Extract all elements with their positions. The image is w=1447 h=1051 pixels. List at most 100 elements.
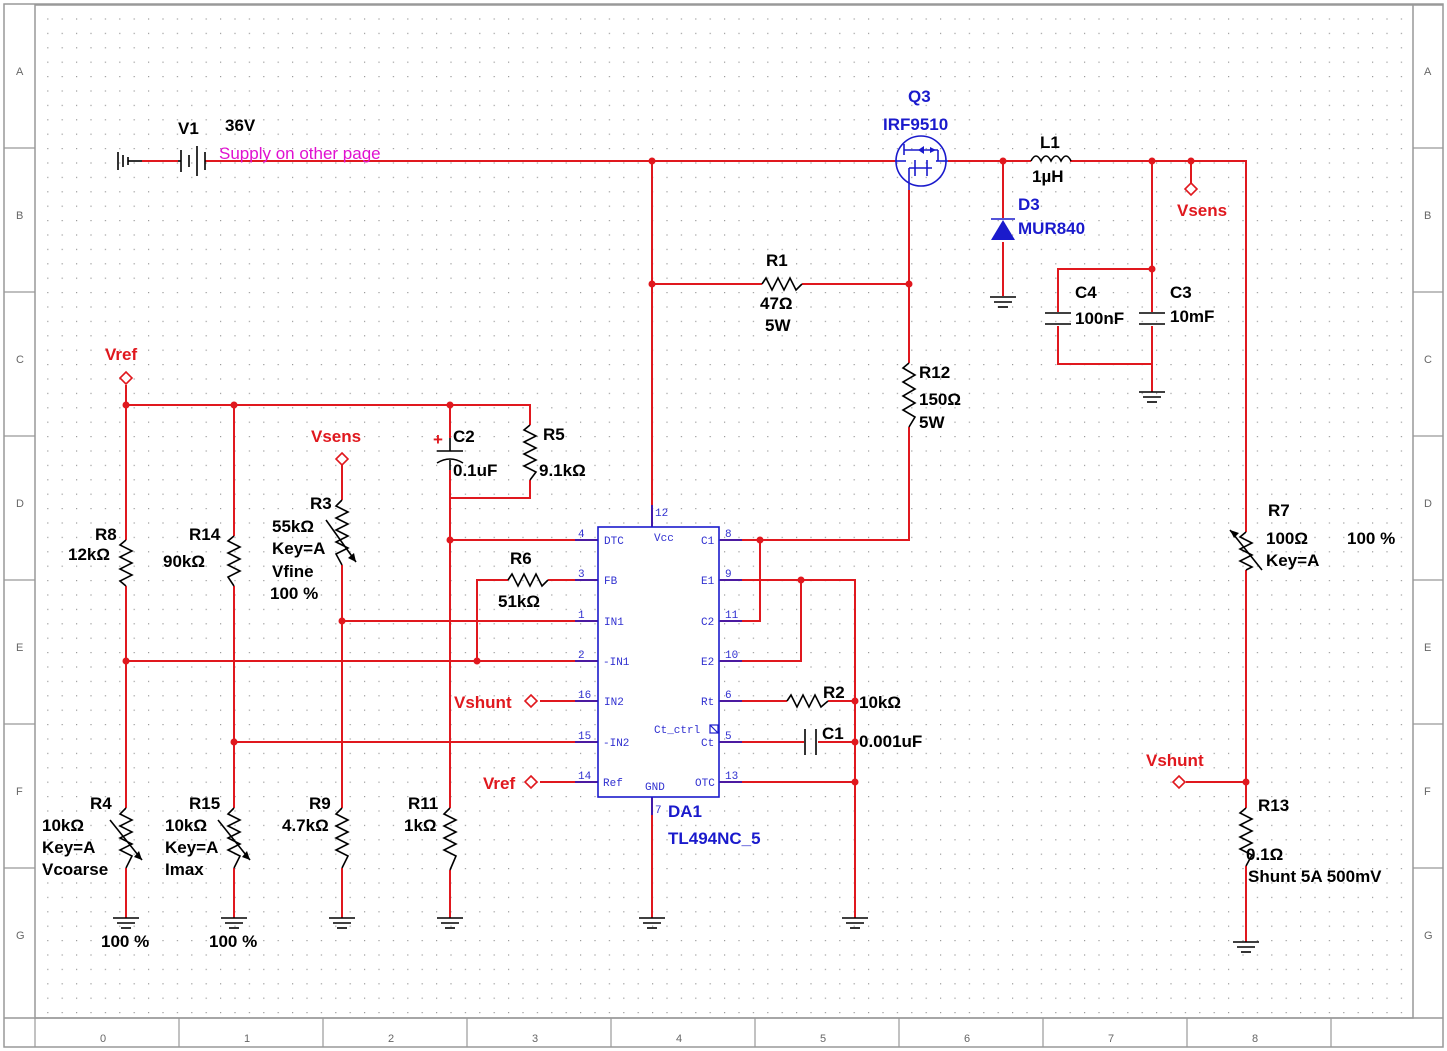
- zone-col-8: 8: [1252, 1033, 1258, 1045]
- da1-value: TL494NC_5: [668, 829, 761, 848]
- zone-row-a-left: A: [16, 66, 24, 78]
- r7-percent: 100 %: [1347, 529, 1395, 548]
- zone-row-c-right: C: [1424, 354, 1432, 366]
- r12-resistor[interactable]: R12 150Ω 5W: [901, 362, 961, 432]
- c2-capacitor[interactable]: + C2 0.1uF: [433, 427, 497, 480]
- q3-mosfet[interactable]: Q3 IRF9510: [883, 87, 948, 190]
- r14-resistor[interactable]: R14 90kΩ: [163, 525, 242, 587]
- r4-key: Key=A: [42, 838, 95, 857]
- c1-capacitor[interactable]: C1 0.001uF: [804, 724, 922, 755]
- r1-resistor[interactable]: R1 47Ω 5W: [760, 251, 803, 335]
- da1-pin-7-name: GND: [645, 782, 665, 794]
- v1-value: 36V: [225, 116, 256, 135]
- da1-pin-13-name: OTC: [695, 778, 715, 790]
- zone-row-c-left: C: [16, 354, 24, 366]
- wire-in1: [341, 465, 598, 808]
- r3-ref: R3: [310, 494, 332, 513]
- r4-potentiometer[interactable]: R4 10kΩ Key=A Vcoarse 100 %: [42, 794, 149, 951]
- r7-key: Key=A: [1266, 551, 1319, 570]
- c2-ref: C2: [453, 427, 475, 446]
- r15-potentiometer[interactable]: R15 10kΩ Key=A Imax 100 %: [165, 794, 257, 951]
- zone-col-0: 0: [100, 1033, 106, 1045]
- r7-potentiometer[interactable]: R7 100Ω Key=A 100 %: [1229, 501, 1395, 571]
- da1-pin-9-num: 9: [725, 569, 732, 581]
- vref-left-connector[interactable]: Vref: [105, 345, 137, 386]
- c2-polarity: +: [433, 430, 443, 449]
- r6-resistor[interactable]: R6 51kΩ: [498, 549, 549, 611]
- da1-pin-11-num: 11: [725, 610, 739, 622]
- r8-value: 12kΩ: [68, 545, 110, 564]
- l1-value: 1µH: [1032, 167, 1064, 186]
- r4-name: Vcoarse: [42, 860, 108, 879]
- r7-ref: R7: [1268, 501, 1290, 520]
- r15-percent: 100 %: [209, 932, 257, 951]
- r15-value: 10kΩ: [165, 816, 207, 835]
- r14-ref: R14: [189, 525, 221, 544]
- da1-ic[interactable]: 4 DTC 3 FB 1 IN1 2 -IN1 16 IN2 15 -IN2 1…: [575, 505, 761, 848]
- r11-resistor[interactable]: R11 1kΩ: [404, 794, 458, 871]
- c1-ref: C1: [822, 724, 844, 743]
- c4-value: 100nF: [1075, 309, 1124, 328]
- r1-value: 47Ω: [760, 294, 793, 313]
- r15-name: Imax: [165, 860, 204, 879]
- l1-ref: L1: [1040, 133, 1060, 152]
- l1-inductor[interactable]: L1 1µH: [1030, 133, 1072, 186]
- sheet-border: [3, 3, 1444, 1048]
- d3-diode[interactable]: D3 MUR840: [991, 195, 1085, 240]
- r4-ref: R4: [90, 794, 112, 813]
- zone-row-d-left: D: [16, 498, 24, 510]
- da1-pin-5-name: Ct: [701, 738, 714, 750]
- r4-percent: 100 %: [101, 932, 149, 951]
- r8-ref: R8: [95, 525, 117, 544]
- r3-key: Key=A: [272, 539, 325, 558]
- da1-pin-12-num: 12: [655, 508, 668, 520]
- vsens-top-connector[interactable]: Vsens: [1177, 181, 1227, 220]
- da1-ct-ctrl: Ct_ctrl: [654, 725, 700, 737]
- c2-value: 0.1uF: [453, 461, 497, 480]
- da1-pin-2-num: 2: [578, 650, 585, 662]
- r8-resistor[interactable]: R8 12kΩ: [68, 525, 134, 587]
- r13-ref: R13: [1258, 796, 1289, 815]
- zone-row-g-right: G: [1424, 930, 1433, 942]
- c1-value: 0.001uF: [859, 732, 922, 751]
- c3-capacitor[interactable]: C3 10mF: [1139, 283, 1214, 326]
- c3-ref: C3: [1170, 283, 1192, 302]
- da1-pin-7-num: 7: [655, 805, 662, 817]
- d3-ground-icon: [990, 296, 1016, 308]
- da1-pin-4-name: DTC: [604, 536, 624, 548]
- wire-c3-c4: [1057, 161, 1153, 392]
- vref-da1-connector[interactable]: Vref: [483, 774, 539, 793]
- wire-q3-to-l1: [948, 160, 1247, 532]
- r3-potentiometer[interactable]: R3 55kΩ Key=A Vfine 100 %: [270, 494, 357, 603]
- da1-ref: DA1: [668, 802, 702, 821]
- r6-ref: R6: [510, 549, 532, 568]
- vsens-mid-connector[interactable]: Vsens: [311, 427, 361, 467]
- zone-row-e-right: E: [1424, 642, 1431, 654]
- vshunt-right-connector[interactable]: Vshunt: [1146, 751, 1204, 790]
- zone-col-4: 4: [676, 1033, 682, 1045]
- da1-pin-4-num: 4: [578, 529, 585, 541]
- r9-resistor[interactable]: R9 4.7kΩ: [282, 794, 350, 869]
- da1-pin-1-num: 1: [578, 610, 585, 622]
- vshunt-right-label: Vshunt: [1146, 751, 1204, 770]
- da1-pin-1-name: IN1: [604, 617, 624, 629]
- vsens-top-label: Vsens: [1177, 201, 1227, 220]
- da1-pin-6-num: 6: [725, 690, 732, 702]
- vref-left-label: Vref: [105, 345, 137, 364]
- ground-icons: [113, 917, 1259, 953]
- r11-ref: R11: [408, 794, 438, 813]
- zone-row-b-left: B: [16, 210, 23, 222]
- vref-da1-label: Vref: [483, 774, 515, 793]
- r13-resistor[interactable]: R13 0.1Ω Shunt 5A 500mV: [1238, 796, 1382, 886]
- r2-resistor[interactable]: R2 10kΩ: [786, 683, 901, 712]
- c4-capacitor[interactable]: C4 100nF: [1045, 283, 1124, 328]
- da1-pin-15-name: -IN2: [603, 738, 629, 750]
- v1-battery[interactable]: V1 36V Supply on other page: [117, 116, 381, 176]
- r5-resistor[interactable]: R5 9.1kΩ: [522, 424, 586, 481]
- zone-col-7: 7: [1108, 1033, 1114, 1045]
- q3-ref: Q3: [908, 87, 931, 106]
- vshunt-da1-connector[interactable]: Vshunt: [454, 693, 539, 712]
- r3-name: Vfine: [272, 562, 314, 581]
- zone-col-5: 5: [820, 1033, 826, 1045]
